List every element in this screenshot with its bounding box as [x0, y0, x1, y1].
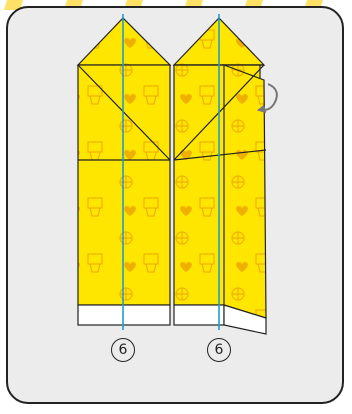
left-strip [78, 18, 170, 325]
right-strip [174, 18, 266, 334]
step-number-left: 6 [108, 338, 138, 362]
step-number-right: 6 [204, 338, 234, 362]
